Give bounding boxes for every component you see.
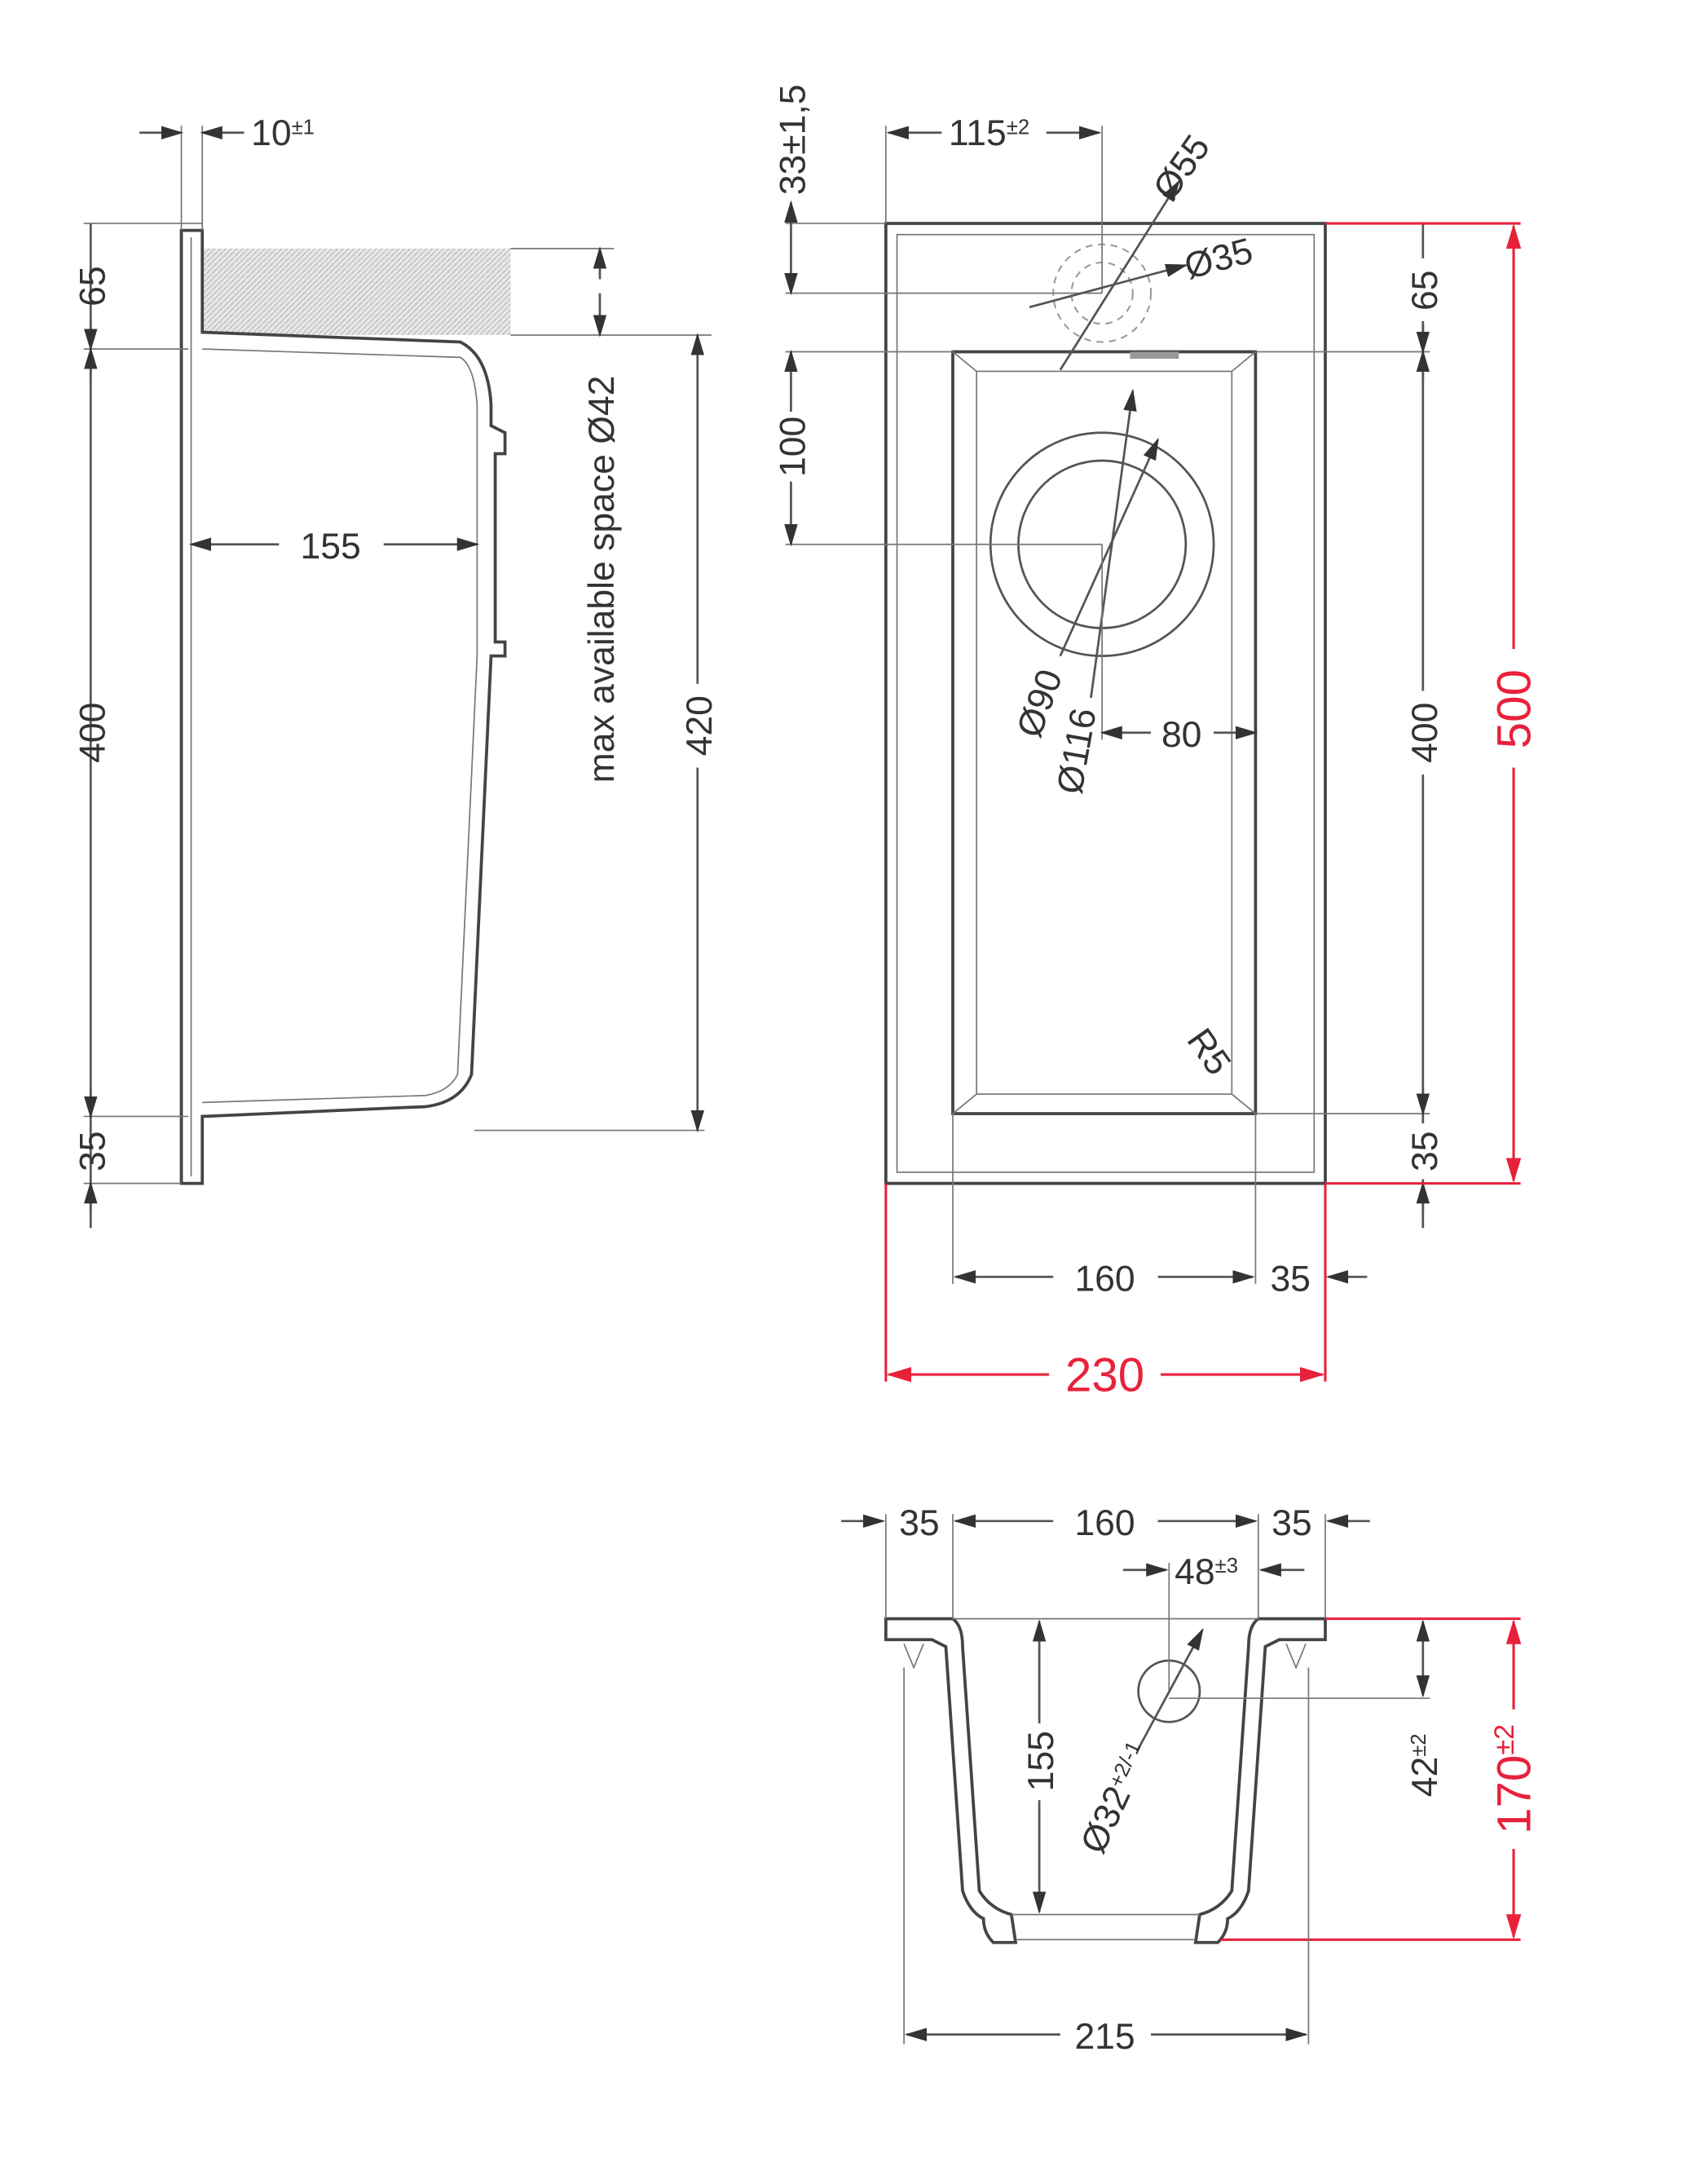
overflow-offset-label: 48±3 <box>1175 1552 1238 1592</box>
overall-length-label: 500 <box>1488 669 1541 748</box>
top-bowl-width-label: 160 <box>1074 1259 1135 1299</box>
available-space-hatch <box>203 248 511 335</box>
right-top-label: 65 <box>1405 270 1445 310</box>
side-bowl-depth: 400 <box>73 703 112 763</box>
front-bowl-depth-label: 155 <box>1021 1731 1061 1791</box>
drain-side-offset-label: 80 <box>1161 715 1202 755</box>
tap-outer-dia-label: Ø55 <box>1146 128 1218 207</box>
side-profile <box>179 228 507 1185</box>
front-bowl-width-label: 160 <box>1074 1503 1135 1543</box>
flange-thickness-label: 10±1 <box>251 113 315 153</box>
front-profile <box>884 1617 1018 1944</box>
overflow-height-label: 42±2 <box>1405 1733 1445 1797</box>
side-view: 65 400 35 10±1 155 max available space Ø… <box>73 113 720 1229</box>
right-bottom-label: 35 <box>1405 1131 1445 1171</box>
overall-width-label: 230 <box>1065 1349 1144 1402</box>
side-inner-width: 155 <box>301 527 361 567</box>
drain-offset-label: 100 <box>773 417 813 477</box>
overall-height-label: 170±2 <box>1488 1724 1541 1834</box>
tap-offset-label: 115±2 <box>949 113 1029 153</box>
right-bowl-label: 400 <box>1405 703 1445 763</box>
top-side-rim-label: 35 <box>1270 1259 1311 1299</box>
front-rim-left-label: 35 <box>899 1503 940 1543</box>
overflow-dia-label: Ø32+2/-1 <box>1073 1736 1159 1860</box>
front-rim-right-label: 35 <box>1272 1503 1312 1543</box>
top-view: 115±2 33±1,5 Ø55 Ø35 100 Ø90 Ø116 80 R5 <box>773 84 1541 1401</box>
available-space-note: max available space Ø42 <box>582 376 622 783</box>
tap-from-edge-label: 33±1,5 <box>773 84 813 195</box>
base-width-label: 215 <box>1074 2017 1135 2057</box>
side-top-height: 65 <box>73 266 112 307</box>
side-overall-depth: 420 <box>680 695 720 756</box>
front-view: 35 160 35 48±3 155 Ø32+2/-1 42±2 170±2 <box>841 1503 1541 2057</box>
side-bottom-height: 35 <box>73 1131 112 1171</box>
